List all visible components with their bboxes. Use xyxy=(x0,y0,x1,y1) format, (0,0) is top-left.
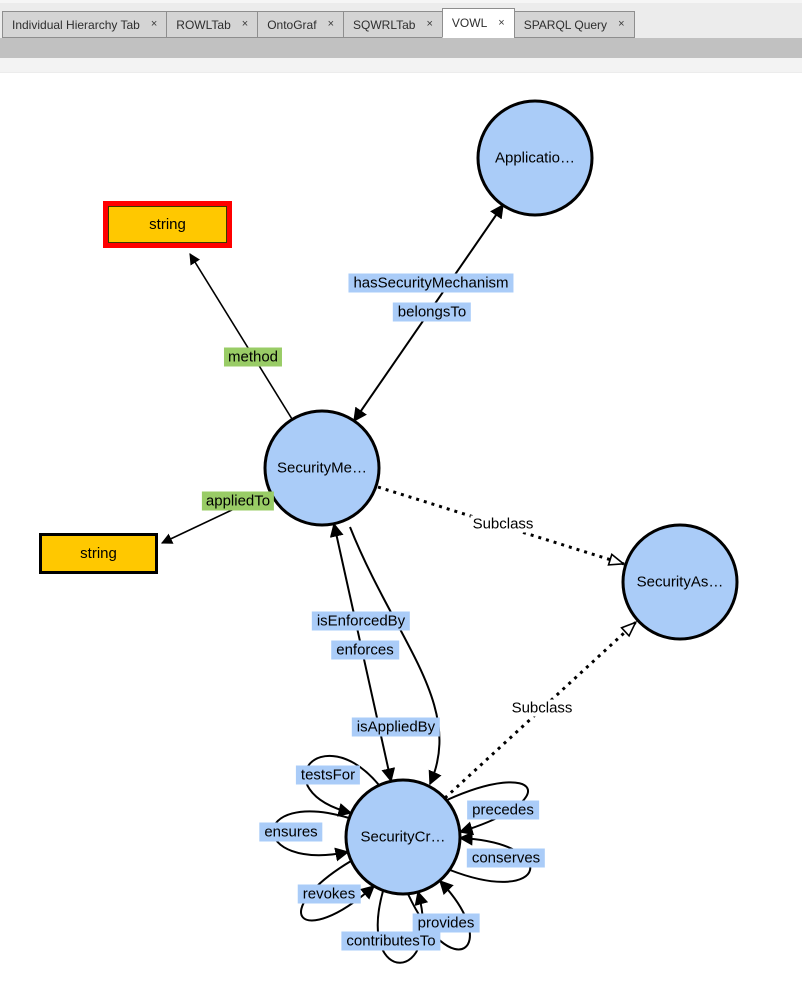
node-label-application: Applicatio… xyxy=(494,149,576,167)
datatype-label: string xyxy=(149,216,186,233)
edge-method[interactable] xyxy=(189,253,293,420)
tab-bar: Individual Hierarchy Tab × ROWLTab × Ont… xyxy=(0,0,802,38)
node-security-assurance[interactable] xyxy=(621,523,739,641)
property-label-enforces[interactable]: enforces xyxy=(331,640,399,660)
node-label-security-mechanism: SecurityMe… xyxy=(276,459,368,477)
vowl-toolbar xyxy=(0,38,802,58)
edge-loop-testsfor[interactable] xyxy=(304,754,380,817)
tab-sqwrltab[interactable]: SQWRLTab × xyxy=(343,11,443,38)
tab-label: VOWL xyxy=(451,16,488,30)
property-label-precedes[interactable]: precedes xyxy=(467,800,539,820)
property-label-revokes[interactable]: revokes xyxy=(297,884,361,904)
tab-close-icon[interactable]: × xyxy=(618,18,625,30)
node-security-mechanism[interactable] xyxy=(263,409,381,527)
tab-rowltab[interactable]: ROWLTab × xyxy=(166,11,259,38)
property-label-appliedto[interactable]: appliedTo xyxy=(201,491,275,511)
property-label-isappliedby[interactable]: isAppliedBy xyxy=(351,717,441,737)
edge-loop-conserves[interactable] xyxy=(449,831,532,883)
property-label-ensures[interactable]: ensures xyxy=(259,822,323,842)
tab-label: Individual Hierarchy Tab xyxy=(12,17,140,32)
property-label-contributesto[interactable]: contributesTo xyxy=(341,931,441,951)
tab-individual-hierarchy[interactable]: Individual Hierarchy Tab × xyxy=(2,11,168,38)
property-label-hassecuritymechanism[interactable]: hasSecurityMechanism xyxy=(348,273,514,293)
edge-isappliedby[interactable] xyxy=(349,526,442,786)
tab-close-icon[interactable]: × xyxy=(498,16,505,29)
tab-label: OntoGraf xyxy=(267,17,317,32)
tab-label: ROWLTab xyxy=(176,17,231,32)
tab-ontograf[interactable]: OntoGraf × xyxy=(257,11,344,38)
node-label-security-criterion: SecurityCr… xyxy=(360,828,446,846)
edge-loop-revokes[interactable] xyxy=(300,860,376,922)
subclass-label-2[interactable]: Subclass xyxy=(509,699,575,717)
datatype-string-selected[interactable]: string xyxy=(103,201,232,248)
datatype-string[interactable]: string xyxy=(39,533,158,574)
property-label-isenforcedby[interactable]: isEnforcedBy xyxy=(311,611,411,631)
tab-vowl[interactable]: VOWL × xyxy=(441,8,515,38)
tab-close-icon[interactable]: × xyxy=(241,18,249,30)
tab-label: SQWRLTab xyxy=(353,17,416,32)
tab-close-icon[interactable]: × xyxy=(426,18,433,30)
property-label-conserves[interactable]: conserves xyxy=(466,848,546,868)
property-label-belongsto[interactable]: belongsTo xyxy=(392,302,472,322)
node-label-security-assurance: SecurityAs… xyxy=(636,573,724,591)
property-label-provides[interactable]: provides xyxy=(412,913,480,933)
property-label-method[interactable]: method xyxy=(223,347,283,367)
datatype-label: string xyxy=(80,545,117,562)
property-label-testsfor[interactable]: testsFor xyxy=(295,765,361,785)
tab-label: SPARQL Query xyxy=(523,17,608,32)
toolbar-substrip xyxy=(0,58,802,73)
tab-close-icon[interactable]: × xyxy=(327,18,334,30)
node-application[interactable] xyxy=(476,99,594,217)
tab-close-icon[interactable]: × xyxy=(150,18,158,30)
tab-sparql-query[interactable]: SPARQL Query × xyxy=(513,11,635,38)
subclass-label-1[interactable]: Subclass xyxy=(470,515,536,533)
node-security-criterion[interactable] xyxy=(344,778,462,896)
